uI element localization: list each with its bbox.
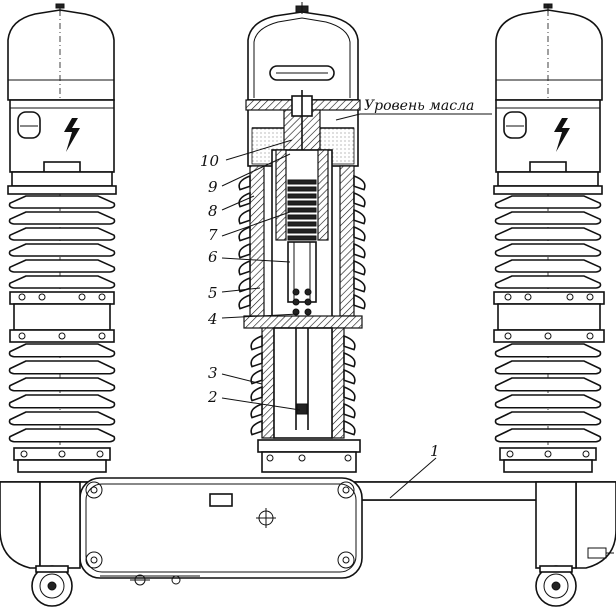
wheel-right xyxy=(535,565,577,607)
casing-shed xyxy=(343,402,356,419)
callout-2: 2 xyxy=(207,388,218,406)
casing-shed xyxy=(238,242,251,259)
insulator-shed xyxy=(494,275,602,289)
center-pole-section xyxy=(238,2,366,473)
callout-10: 10 xyxy=(200,152,220,170)
casing-shed xyxy=(353,174,366,191)
insulator-shed xyxy=(8,243,116,257)
casing-shed xyxy=(343,419,356,436)
spring-coil xyxy=(287,193,317,199)
casing-shed xyxy=(238,174,251,191)
insulator-shed xyxy=(8,377,116,392)
insulator-shed xyxy=(8,428,116,443)
spring-coil xyxy=(287,179,317,185)
casing-shed xyxy=(250,419,263,436)
casing-shed xyxy=(250,351,263,368)
insulator-shed xyxy=(494,394,602,409)
spring-coil xyxy=(287,200,317,206)
insulator-shed xyxy=(494,343,602,358)
casing-shed xyxy=(343,385,356,402)
casing-shed xyxy=(343,368,356,385)
insulator-shed xyxy=(494,411,602,426)
insulator-shed xyxy=(494,259,602,273)
insulator-shed xyxy=(8,411,116,426)
casing-shed xyxy=(250,402,263,419)
spring-coil xyxy=(287,228,317,234)
casing-shed xyxy=(238,259,251,276)
casing-shed xyxy=(353,276,366,293)
insulator-shed xyxy=(494,360,602,375)
casing-shed xyxy=(238,225,251,242)
callout-7: 7 xyxy=(208,226,218,244)
left-pole xyxy=(7,3,117,473)
insulator-shed xyxy=(8,211,116,225)
callouts: Уровень масла 10 9 8 7 6 5 4 3 2 1 xyxy=(200,98,492,499)
spring-coil xyxy=(287,221,317,227)
casing-shed xyxy=(353,242,366,259)
callout-4: 4 xyxy=(207,310,218,328)
spring-coil xyxy=(287,207,317,213)
casing-shed xyxy=(343,334,356,351)
casing-shed xyxy=(343,351,356,368)
insulator-shed xyxy=(494,211,602,225)
callout-8: 8 xyxy=(208,202,218,220)
insulator-shed xyxy=(494,195,602,209)
callout-1: 1 xyxy=(430,442,440,460)
casing-shed xyxy=(238,276,251,293)
casing-shed xyxy=(353,191,366,208)
spring-coil xyxy=(287,186,317,192)
insulator-shed xyxy=(8,394,116,409)
casing-shed xyxy=(353,225,366,242)
insulator-shed xyxy=(8,275,116,289)
insulator-shed xyxy=(8,259,116,273)
callout-3: 3 xyxy=(208,364,218,382)
callout-6: 6 xyxy=(208,248,218,266)
spring-coil xyxy=(287,235,317,241)
casing-shed xyxy=(353,293,366,310)
casing-shed xyxy=(353,259,366,276)
oil-level-label: Уровень масла xyxy=(364,98,474,114)
casing-shed xyxy=(250,368,263,385)
insulator-shed xyxy=(494,227,602,241)
callout-5: 5 xyxy=(208,284,218,302)
contact-fingers xyxy=(292,288,312,316)
insulator-shed xyxy=(494,377,602,392)
casing-shed xyxy=(250,334,263,351)
wheel-left xyxy=(31,565,73,607)
lightning-bolt-icon xyxy=(64,118,80,152)
insulator-shed xyxy=(8,343,116,358)
casing-shed xyxy=(353,208,366,225)
insulator-shed xyxy=(8,195,116,209)
insulator-shed xyxy=(8,360,116,375)
insulator-shed xyxy=(494,243,602,257)
casing-shed xyxy=(238,208,251,225)
insulator-shed xyxy=(494,428,602,443)
lightning-bolt-icon xyxy=(554,118,570,152)
base-frame xyxy=(0,477,616,607)
callout-9: 9 xyxy=(208,178,218,196)
spring-coil xyxy=(287,214,317,220)
insulator-shed xyxy=(8,227,116,241)
right-pole xyxy=(493,3,605,473)
casing-shed xyxy=(238,293,251,310)
casing-shed xyxy=(250,385,263,402)
